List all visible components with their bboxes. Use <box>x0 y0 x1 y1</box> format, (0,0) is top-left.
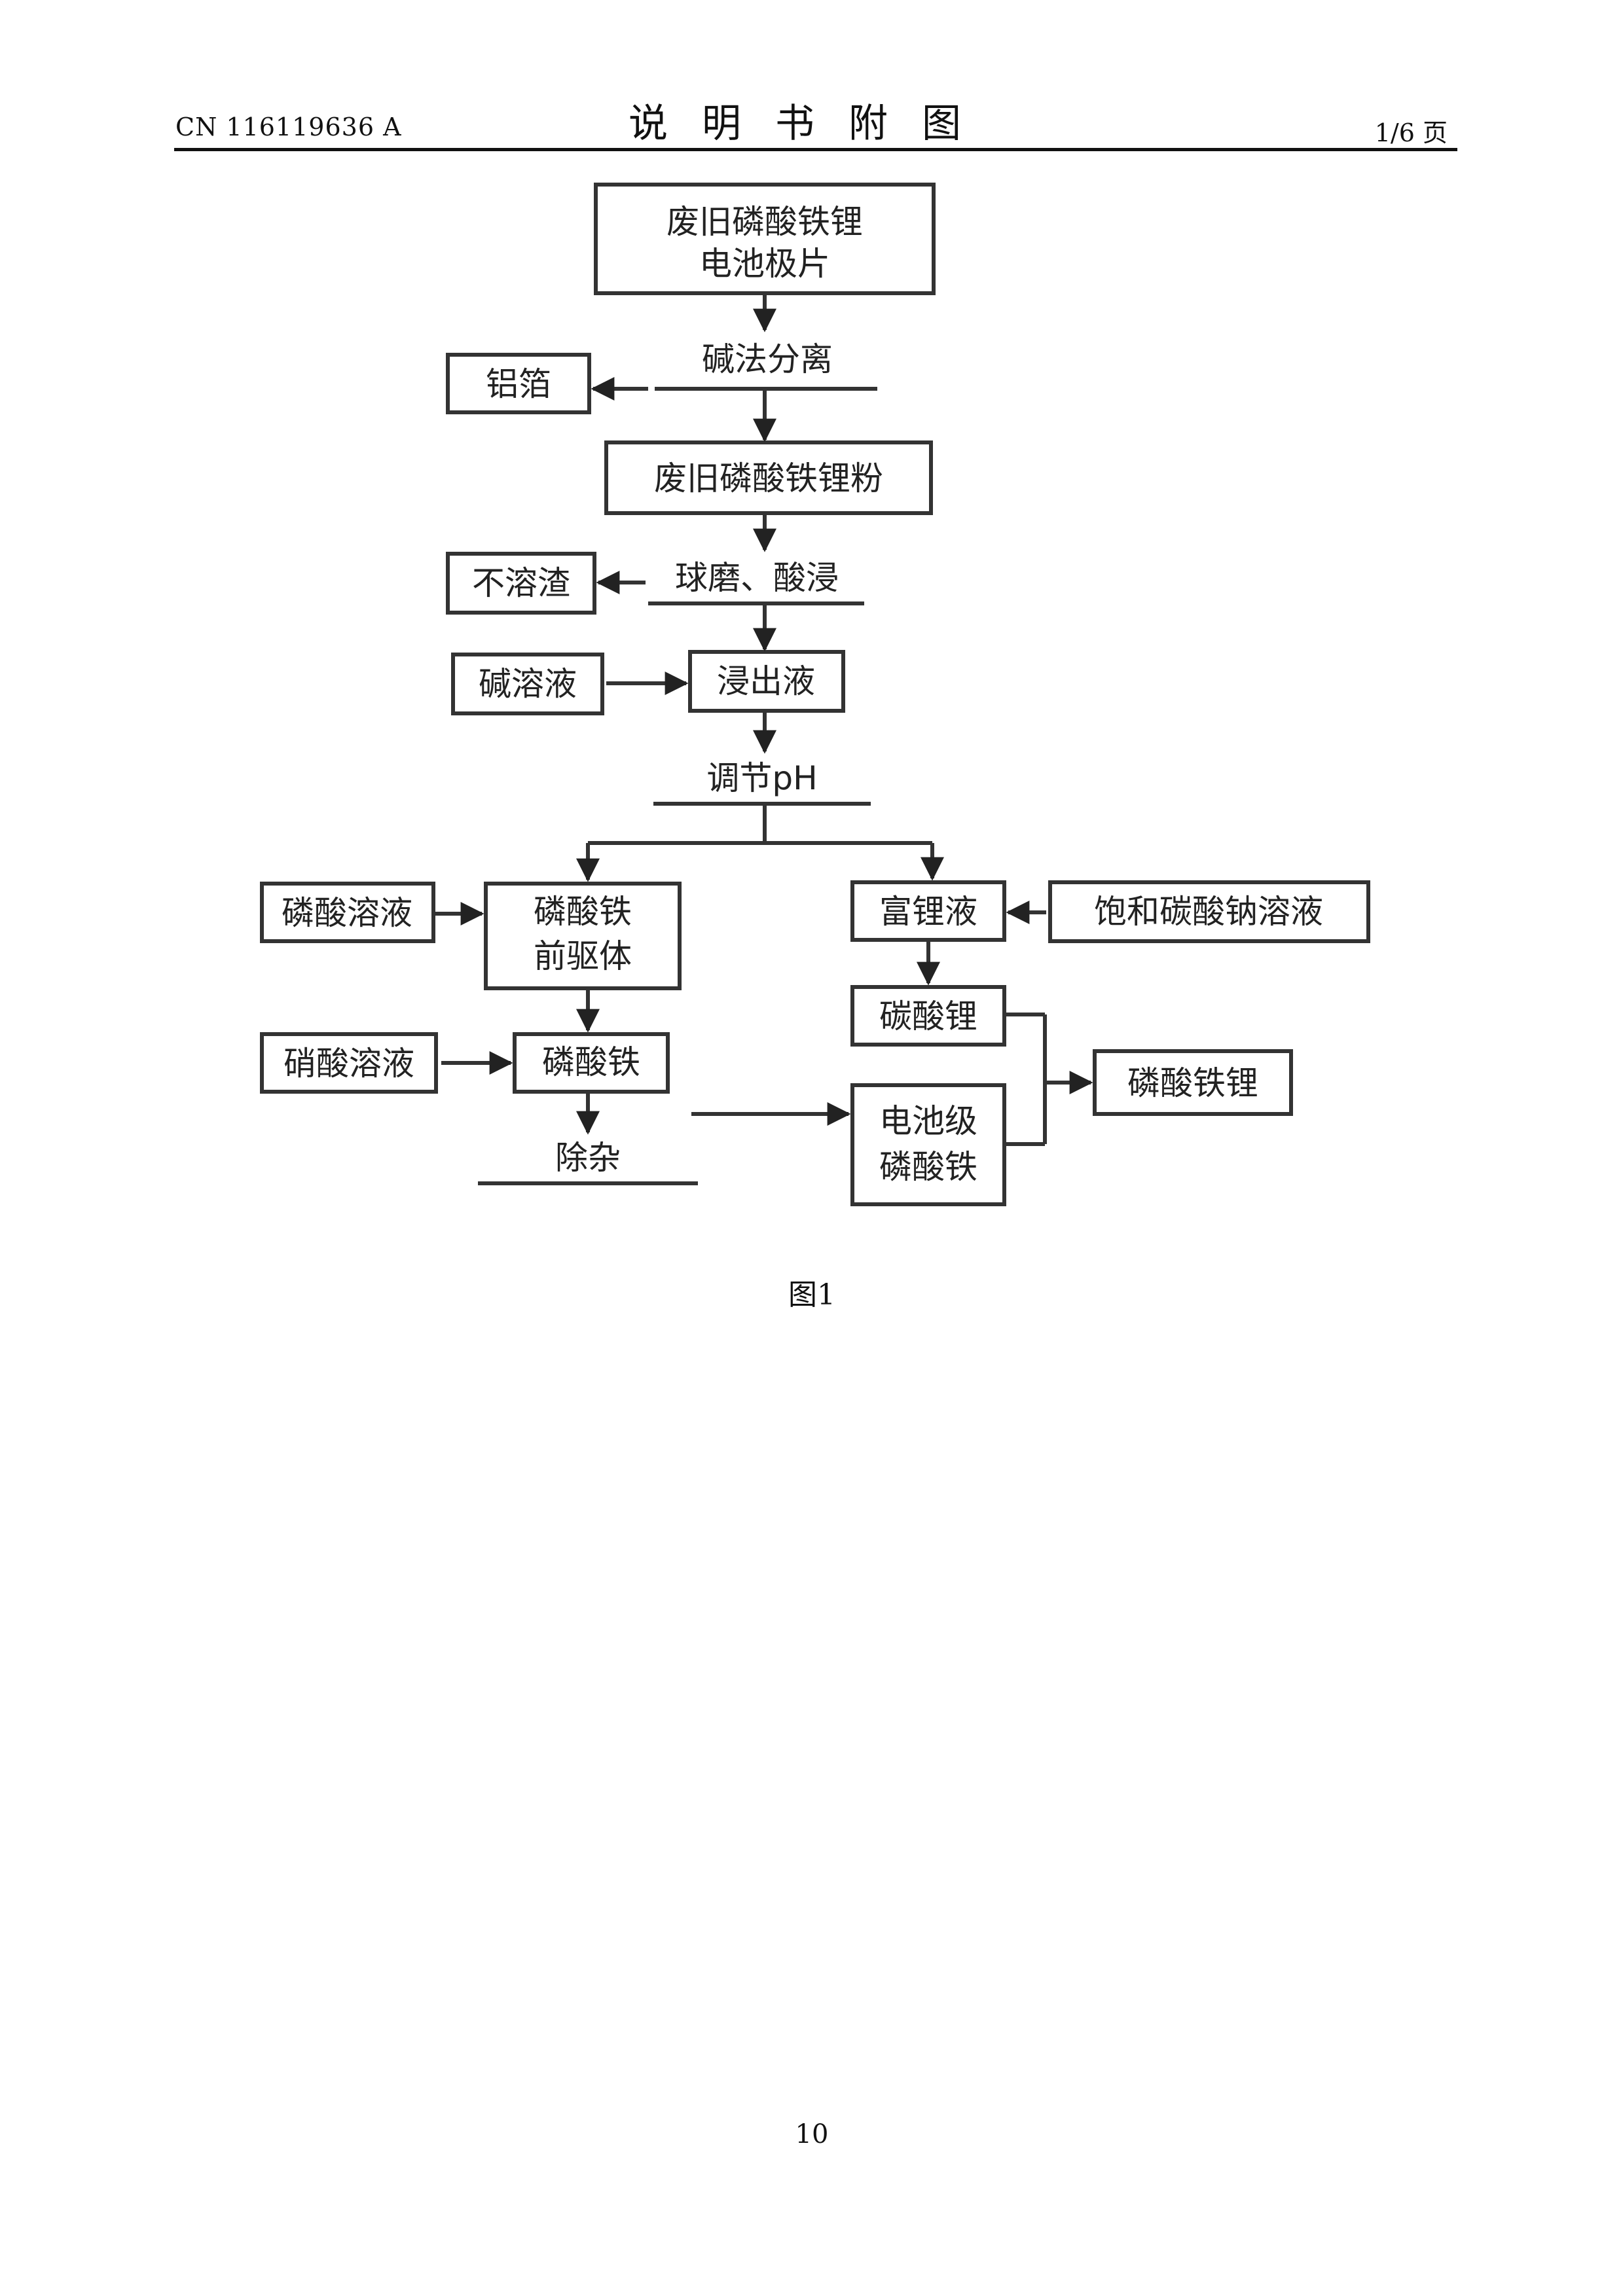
label-lithium-iron-phosphate: 磷酸铁锂 <box>1127 1064 1258 1102</box>
box-lithium-iron-phosphate <box>1093 1049 1293 1116</box>
label-alkali-separation: 碱法分离 <box>702 340 833 378</box>
label-phosphoric-acid-solution: 磷酸溶液 <box>282 894 412 932</box>
page-number: 10 <box>795 2119 829 2149</box>
box-nitric-acid-solution <box>260 1032 438 1094</box>
box-iron-phosphate <box>513 1032 670 1094</box>
process-flowchart: 废旧磷酸铁锂 电池极片 碱法分离 铝箔 废旧磷酸铁锂粉 球磨、酸浸 不溶渣 碱溶… <box>260 183 1370 1206</box>
label-lithium-rich-solution: 富锂液 <box>879 893 977 931</box>
label-sodium-carbonate-solution: 饱和碳酸钠溶液 <box>1094 893 1323 931</box>
label-insoluble-residue: 不溶渣 <box>472 564 570 602</box>
doc-number: CN 116119636 A <box>175 113 402 141</box>
header-rule <box>174 148 1457 151</box>
label-iron-phosphate-precursor-2: 前驱体 <box>534 937 632 975</box>
page-of: 1/6 页 <box>1374 118 1448 147</box>
box-insoluble-residue <box>446 552 596 615</box>
box-lithium-rich-solution <box>850 880 1006 942</box>
label-spent-lfp-powder: 废旧磷酸铁锂粉 <box>654 459 883 497</box>
figure-caption: 图1 <box>788 1278 835 1312</box>
box-leachate <box>688 650 845 713</box>
label-battery-grade-iron-phosphate-1: 电池级 <box>879 1102 977 1140</box>
page-title: 说明书附图 <box>629 101 995 147</box>
label-iron-phosphate: 磷酸铁 <box>542 1043 640 1081</box>
label-spent-electrode-1: 废旧磷酸铁锂 <box>666 203 863 241</box>
box-iron-phosphate-precursor <box>484 882 682 990</box>
label-alkali-solution: 碱溶液 <box>479 665 577 703</box>
label-leachate: 浸出液 <box>717 662 815 700</box>
box-aluminum-foil <box>446 353 591 414</box>
label-lithium-carbonate: 碳酸锂 <box>879 997 977 1035</box>
label-spent-electrode-2: 电池极片 <box>699 245 830 283</box>
box-sodium-carbonate-solution <box>1048 880 1370 943</box>
box-spent-lfp-powder <box>604 440 933 515</box>
label-battery-grade-iron-phosphate-2: 磷酸铁 <box>879 1148 977 1186</box>
label-iron-phosphate-precursor-1: 磷酸铁 <box>534 893 632 931</box>
label-aluminum-foil: 铝箔 <box>486 365 551 403</box>
label-adjust-ph: 调节pH <box>706 759 817 797</box>
label-ball-mill-acid-leach: 球磨、酸浸 <box>675 559 839 597</box>
box-alkali-solution <box>451 653 604 715</box>
label-impurity-removal: 除杂 <box>555 1139 621 1177</box>
box-battery-grade-iron-phosphate <box>850 1083 1006 1206</box>
label-nitric-acid-solution: 硝酸溶液 <box>283 1045 414 1083</box>
